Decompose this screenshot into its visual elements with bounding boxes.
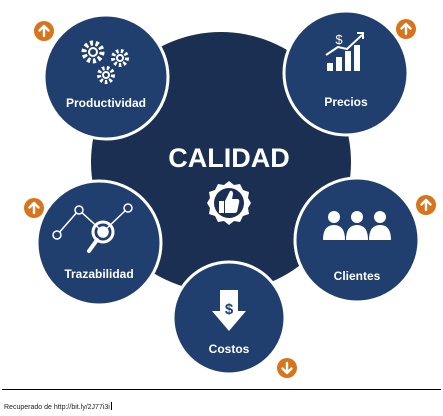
arrow-up-badge-icon (34, 21, 54, 41)
arrow-up-badge-icon (416, 195, 436, 215)
arrow-down-badge-icon (277, 358, 297, 378)
source-caption-text: Recuperado de http://bit.ly/2J77i3i (4, 404, 110, 411)
dollar-rising-bars-icon: $ (325, 32, 364, 71)
dollar-down-arrow-icon: $ (212, 290, 246, 331)
people-group-icon (323, 211, 391, 240)
calidad-diagram: CALIDAD Productividad (24, 9, 436, 378)
node-label-costos: Costos (209, 342, 250, 356)
text-cursor (110, 402, 112, 410)
node-precios: $ Precios (282, 9, 416, 137)
node-label-productividad: Productividad (66, 96, 146, 110)
svg-text:$: $ (335, 32, 343, 47)
arrow-up-badge-icon (396, 19, 416, 39)
node-trazabilidad: Trazabilidad (24, 179, 163, 307)
node-label-trazabilidad: Trazabilidad (64, 267, 133, 281)
network-magnifier-icon (52, 203, 133, 253)
node-label-clientes: Clientes (334, 269, 381, 283)
caption-divider (2, 389, 441, 390)
node-label-precios: Precios (324, 95, 368, 109)
node-costos: $ Costos (171, 260, 297, 378)
svg-text:$: $ (225, 301, 234, 318)
node-clientes: Clientes (293, 176, 436, 304)
center-title: CALIDAD (168, 143, 290, 173)
gears-icon (81, 40, 129, 84)
thumbs-up-badge-icon (207, 181, 251, 225)
arrow-up-badge-icon (24, 198, 44, 218)
source-caption: Recuperado de http://bit.ly/2J77i3i (4, 402, 112, 411)
node-productividad: Productividad (34, 13, 170, 141)
